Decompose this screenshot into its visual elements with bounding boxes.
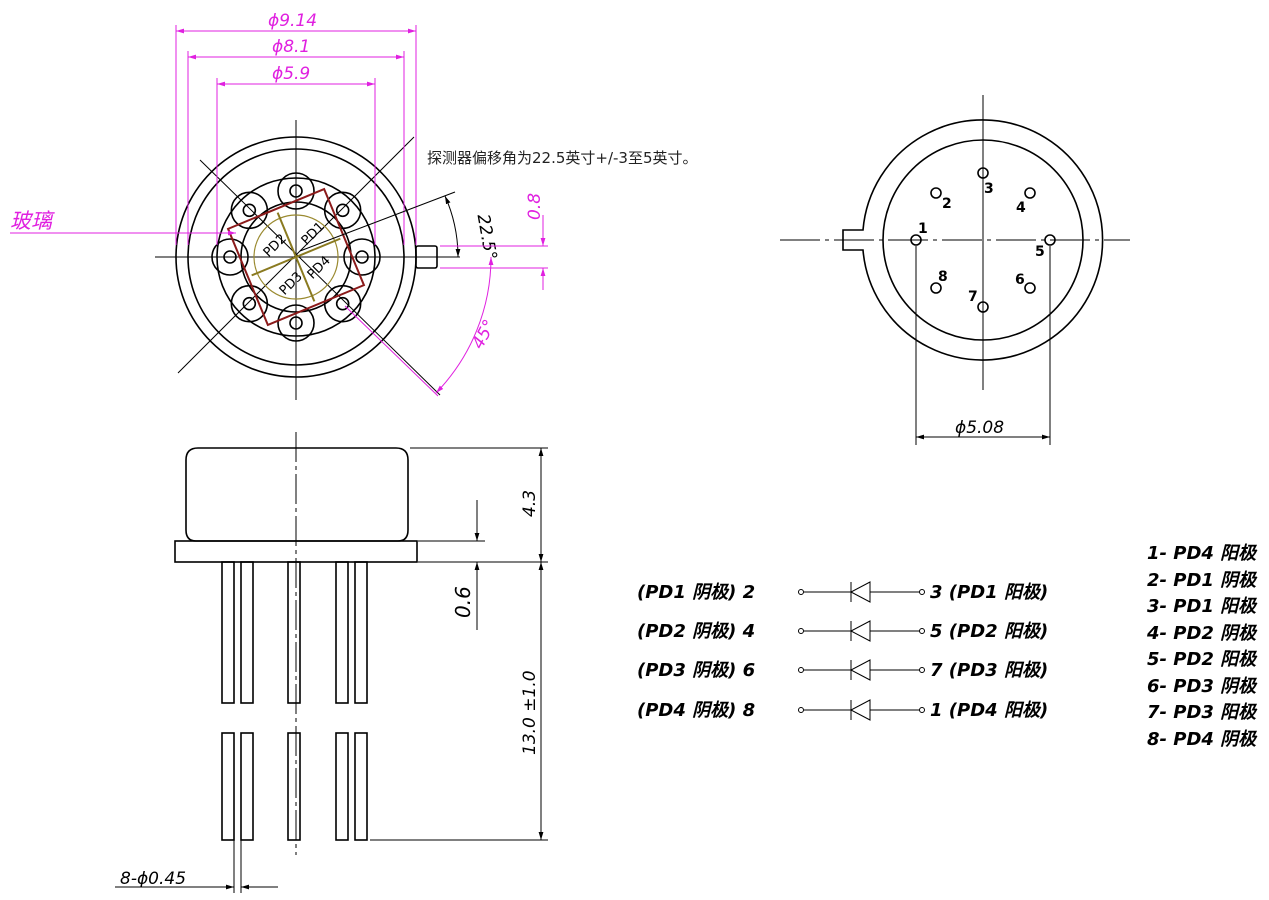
diode-row: (PD3 阴极) 6 7 (PD3 阳极) [637, 659, 1048, 681]
bottom-outline [842, 119, 1104, 361]
cathode-label: (PD2 阴极) 4 [637, 621, 755, 642]
quadrant-pd3: PD3 [277, 269, 306, 298]
diode-schematic: (PD1 阴极) 2 3 (PD1 阳极) (PD2 阴极) 4 5 (PD2 … [637, 581, 1048, 721]
legend-item: 7- PD3 阳极 [1147, 702, 1258, 723]
dim-inner-diameter: ϕ5.9 [272, 64, 310, 84]
dim-flange-thickness: 0.6 [451, 586, 475, 618]
diode-row: (PD1 阴极) 2 3 (PD1 阳极) [637, 581, 1048, 603]
pin-label: 6 [1015, 272, 1025, 288]
dim-tab-width: 0.8 [525, 193, 545, 220]
pin-label: 7 [968, 289, 978, 305]
legend-item: 8- PD4 阴极 [1147, 729, 1258, 750]
offset-note: 探测器偏移角为22.5英寸+/-3至5英寸。 [427, 149, 698, 167]
side-view: 4.3 0.6 13.0 ±1.0 8-ϕ0.45 [115, 432, 548, 893]
cathode-label: (PD4 阴极) 8 [637, 700, 755, 721]
pin-label: 5 [1035, 244, 1045, 260]
anode-label: 5 (PD2 阳极) [930, 621, 1048, 642]
bottom-view: ϕ5.08 1 2 3 4 5 6 7 8 [780, 95, 1130, 445]
dim-outer-diameter: ϕ9.14 [268, 11, 317, 31]
anode-label: 7 (PD3 阳极) [930, 660, 1048, 681]
dim-flange-diameter: ϕ8.1 [272, 37, 310, 57]
cathode-label: (PD1 阴极) 2 [637, 582, 755, 603]
diode-row: (PD2 阴极) 4 5 (PD2 阳极) [637, 620, 1048, 642]
pin-label: 1 [918, 221, 928, 237]
detector-chip [226, 187, 366, 327]
diode-row: (PD4 阴极) 8 1 (PD4 阳极) [637, 699, 1048, 721]
cathode-label: (PD3 阴极) 6 [637, 660, 755, 681]
quadrant-pd2: PD2 [261, 231, 290, 260]
legend-item: 2- PD1 阴极 [1147, 570, 1258, 591]
pin-label: 3 [984, 181, 994, 197]
pin-legend: 1- PD4 阳极 2- PD1 阴极 3- PD1 阳极 4- PD2 阴极 … [1146, 543, 1258, 750]
legend-item: 4- PD2 阴极 [1146, 623, 1258, 644]
dim-cap-height: 4.3 [520, 490, 540, 517]
glass-label: 玻璃 [10, 209, 55, 233]
angle-pins: 45° [468, 316, 500, 352]
bottom-pins [910, 167, 1056, 313]
leads [221, 561, 368, 841]
dim-lead-diameter: 8-ϕ0.45 [120, 869, 186, 889]
legend-item: 5- PD2 阳极 [1147, 649, 1258, 670]
pin-label: 2 [942, 196, 952, 212]
dim-pin-circle: ϕ5.08 [955, 418, 1004, 438]
quadrant-pd4: PD4 [305, 253, 334, 282]
angle-offset: 22.5° [473, 213, 501, 262]
cap [185, 447, 409, 542]
legend-item: 1- PD4 阳极 [1147, 543, 1258, 564]
anode-label: 3 (PD1 阳极) [930, 582, 1048, 603]
top-view: PD1 PD2 PD3 PD4 ϕ9.14 ϕ8.1 ϕ5.9 玻璃 探测器偏移… [10, 11, 698, 400]
legend-item: 6- PD3 阴极 [1147, 676, 1258, 697]
pin-label: 8 [938, 269, 948, 285]
legend-item: 3- PD1 阳极 [1147, 596, 1258, 617]
quadrant-pd1: PD1 [299, 219, 328, 248]
anode-label: 1 (PD4 阳极) [930, 700, 1048, 721]
pin-label: 4 [1016, 200, 1026, 216]
dim-lead-length: 13.0 ±1.0 [520, 670, 540, 755]
